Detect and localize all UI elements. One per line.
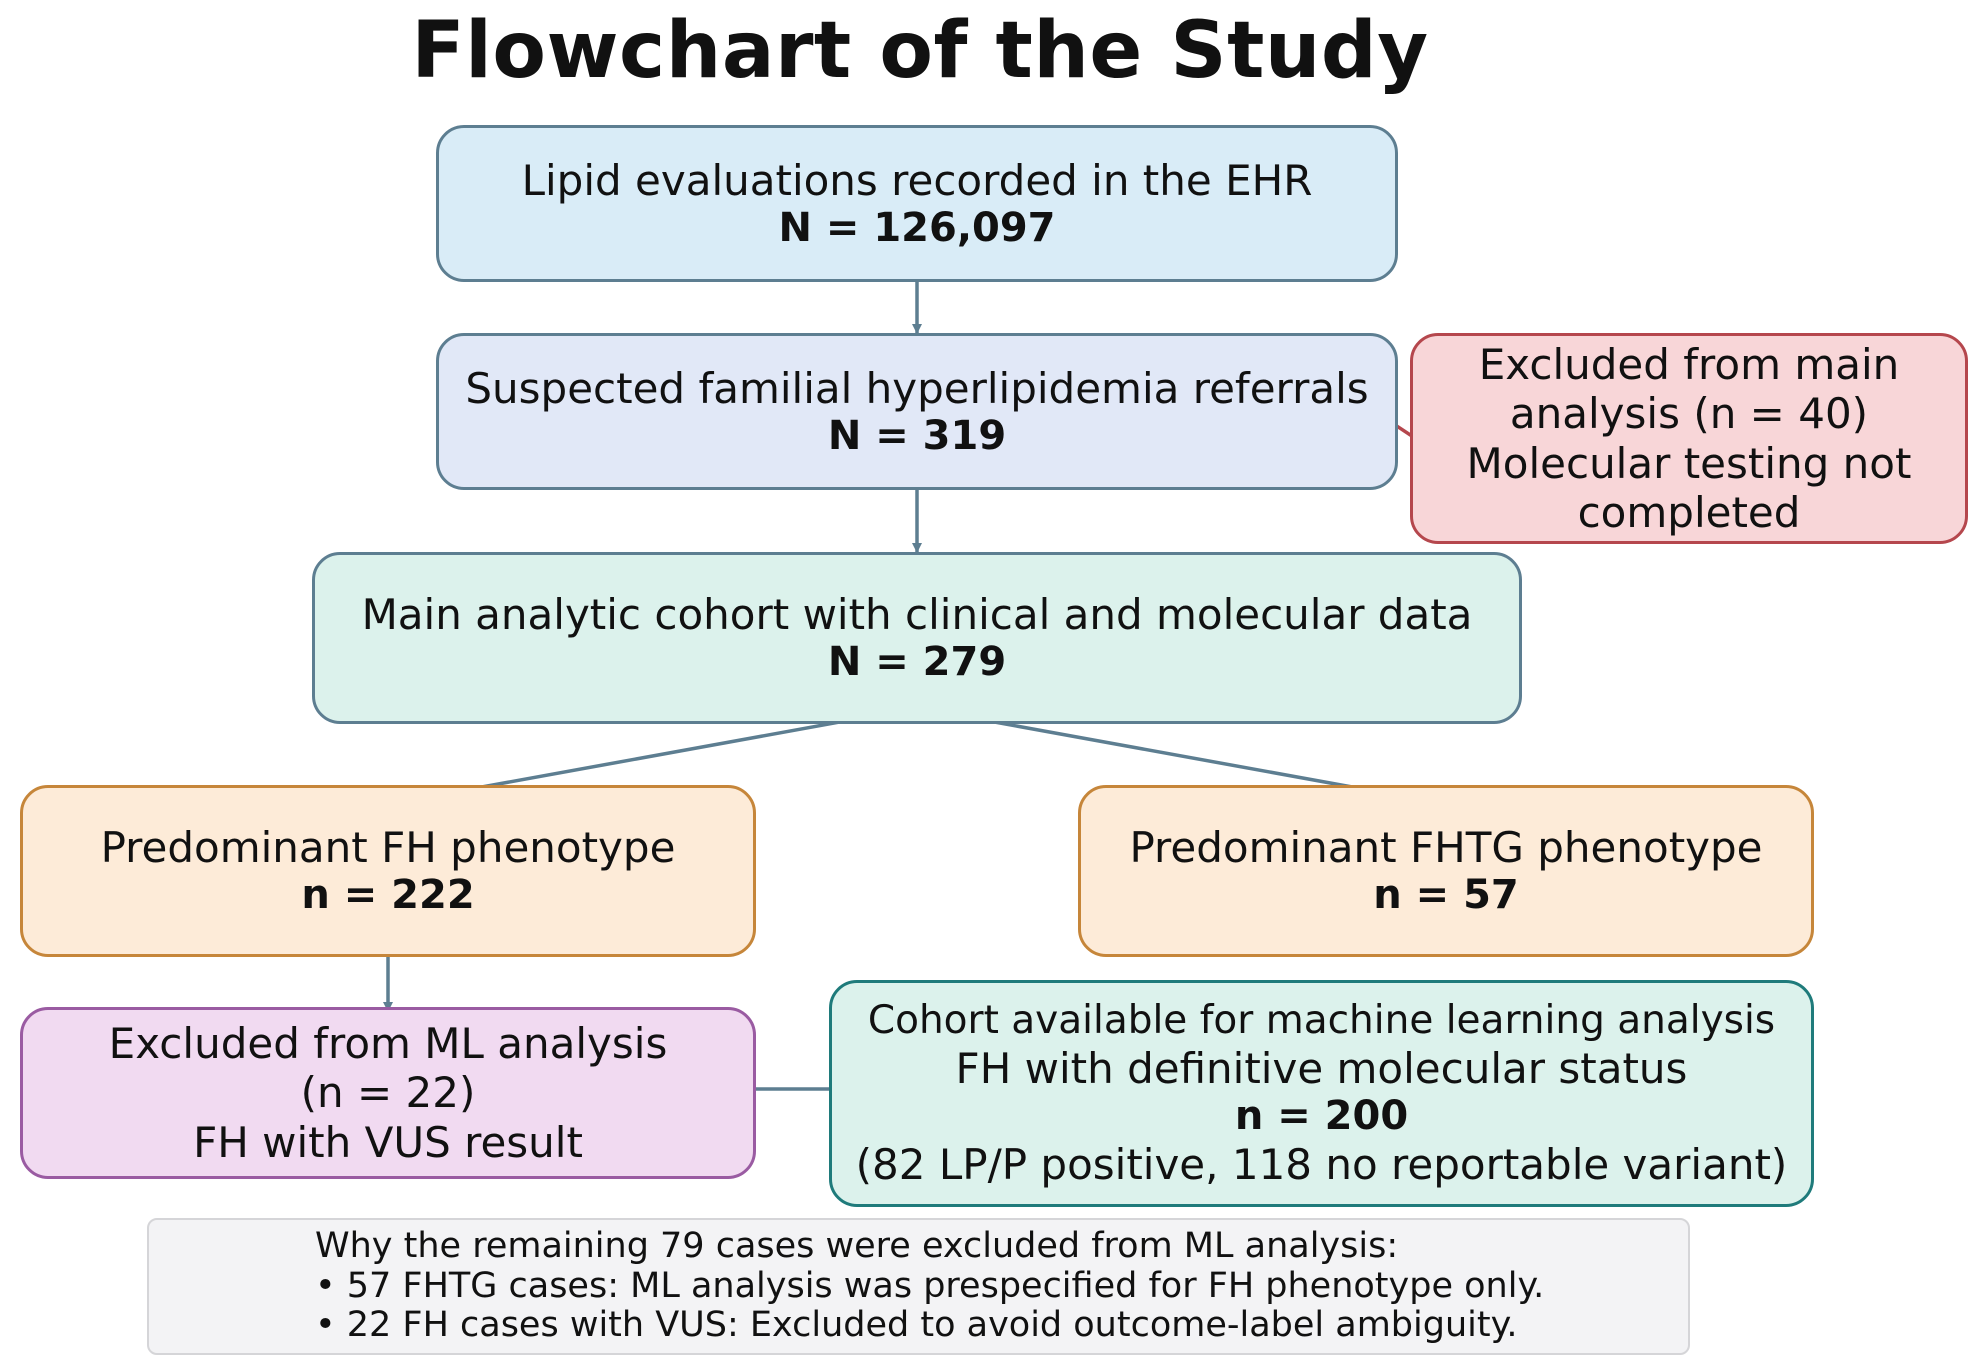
excluded-ml-line2: (n = 22) xyxy=(300,1068,476,1118)
fh-count: n = 222 xyxy=(301,872,475,919)
excluded-ml-box: Excluded from ML analysis (n = 22) FH wi… xyxy=(20,1007,756,1179)
fh-label: Predominant FH phenotype xyxy=(100,823,676,873)
fhtg-phenotype-box: Predominant FHTG phenotype n = 57 xyxy=(1078,785,1814,957)
excluded-main-line2: analysis (n = 40) xyxy=(1509,389,1869,439)
main-cohort-box: Main analytic cohort with clinical and m… xyxy=(312,552,1522,724)
excluded-main-box: Excluded from main analysis (n = 40) Mol… xyxy=(1410,333,1968,544)
ml-cohort-count: n = 200 xyxy=(1234,1092,1409,1139)
note-line3: • 22 FH cases with VUS: Excluded to avoi… xyxy=(315,1305,1518,1346)
exclusion-note-box: Why the remaining 79 cases were excluded… xyxy=(147,1218,1690,1355)
ml-cohort-line1: Cohort available for machine learning an… xyxy=(867,998,1776,1044)
excluded-main-line4: completed xyxy=(1577,487,1801,537)
excluded-ml-line3: FH with VUS result xyxy=(193,1117,583,1167)
ehr-label: Lipid evaluations recorded in the EHR xyxy=(521,155,1313,205)
excluded-main-line1: Excluded from main xyxy=(1478,340,1900,390)
main-cohort-count: N = 279 xyxy=(827,639,1007,686)
fhtg-count: n = 57 xyxy=(1373,872,1519,919)
fh-phenotype-box: Predominant FH phenotype n = 222 xyxy=(20,785,756,957)
excluded-main-line3: Molecular testing not xyxy=(1466,438,1912,488)
ehr-evaluations-box: Lipid evaluations recorded in the EHR N … xyxy=(436,125,1398,282)
ehr-count: N = 126,097 xyxy=(778,204,1056,251)
referrals-label: Suspected familial hyperlipidemia referr… xyxy=(465,363,1369,413)
referrals-count: N = 319 xyxy=(827,412,1007,459)
note-line2: • 57 FHTG cases: ML analysis was prespec… xyxy=(315,1265,1545,1306)
ml-cohort-box: Cohort available for machine learning an… xyxy=(829,980,1814,1207)
diagram-title: Flowchart of the Study xyxy=(411,6,1429,96)
main-cohort-label: Main analytic cohort with clinical and m… xyxy=(361,590,1473,640)
fhtg-label: Predominant FHTG phenotype xyxy=(1129,823,1763,873)
ml-cohort-line3: (82 LP/P positive, 118 no reportable var… xyxy=(855,1139,1788,1189)
excluded-ml-line1: Excluded from ML analysis xyxy=(108,1019,668,1069)
ml-cohort-line2: FH with definitive molecular status xyxy=(955,1043,1688,1093)
note-line1: Why the remaining 79 cases were excluded… xyxy=(315,1225,1399,1266)
referrals-box: Suspected familial hyperlipidemia referr… xyxy=(436,333,1398,490)
